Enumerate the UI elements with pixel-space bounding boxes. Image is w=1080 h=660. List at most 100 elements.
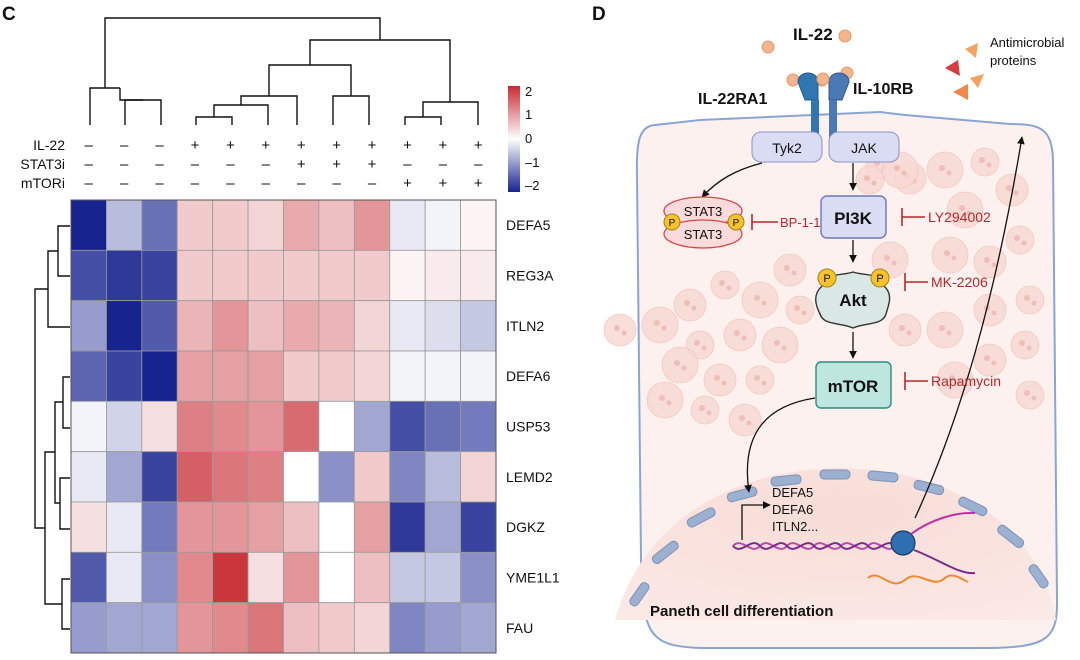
il10rb-label: IL-10RB: [853, 81, 913, 98]
heatmap-cell: [424, 551, 461, 604]
heatmap-cell: [283, 400, 320, 453]
heatmap-cell: [70, 602, 107, 654]
condition-sign: +: [368, 137, 377, 154]
heatmap-cell: [424, 249, 461, 302]
condition-sign: –: [297, 175, 306, 192]
condition-sign: +: [438, 175, 447, 192]
heatmap-cell: [212, 300, 249, 352]
heatmap-cell: [247, 249, 284, 302]
heatmap-cell: [106, 249, 143, 302]
heatmap-cell: [460, 300, 497, 352]
heatmap-cell: [176, 602, 214, 654]
granule: [603, 313, 637, 347]
heatmap-cell: [424, 199, 461, 251]
granule: [1015, 285, 1045, 315]
heatmap-cell: [353, 350, 391, 402]
granule: [761, 326, 799, 364]
condition-sign: +: [403, 175, 412, 192]
arrow-tyk2-stat3: [701, 162, 763, 198]
heatmap-cell: [318, 602, 355, 654]
arrow-secretion: [914, 136, 1025, 519]
granule: [673, 288, 707, 322]
heatmap-cell: [212, 400, 249, 453]
heatmap-cell: [141, 400, 178, 453]
granule: [973, 293, 1007, 327]
granule: [926, 311, 964, 349]
heatmap-cell: [247, 551, 284, 604]
heatmap-cell: [106, 501, 143, 553]
condition-sign: –: [439, 156, 448, 173]
heatmap-cell: [283, 300, 320, 352]
gene-label: LEMD2: [506, 469, 553, 485]
stat3-dimer: STAT3 STAT3 P P: [663, 196, 745, 249]
il22-label: IL-22: [793, 25, 833, 44]
heatmap-cell: [70, 501, 107, 553]
heatmap-cell: [460, 199, 497, 251]
heatmap-cell: [176, 451, 214, 503]
panel-c-label: C: [2, 4, 16, 25]
heatmap-cell: [389, 451, 426, 503]
gene-label: DEFA6: [506, 368, 551, 384]
receptor-complex: [797, 72, 850, 140]
heatmap-cell: [141, 350, 178, 402]
heatmap-cell: [212, 199, 249, 251]
condition-sign: –: [262, 156, 271, 173]
heatmap-cell: [353, 199, 391, 251]
heatmap-cell: [70, 350, 107, 402]
heatmap-cell: [70, 451, 107, 503]
stat3-phospho-right: P: [733, 218, 740, 229]
dna-helix: [732, 542, 896, 550]
granule: [661, 346, 699, 384]
amp-label-line1: Antimicrobial: [990, 35, 1065, 50]
il22ra1-receptor: [811, 100, 819, 140]
heatmap-cell: [389, 551, 426, 604]
heatmap-cell: [318, 451, 355, 503]
condition-sign: +: [474, 137, 483, 154]
amp-label-line2: proteins: [990, 53, 1037, 68]
gene-label: DEFA5: [506, 217, 551, 233]
heatmap-cell: [106, 300, 143, 352]
heatmap-cell: [247, 350, 284, 402]
heatmap-cell: [460, 249, 497, 302]
legend-tick: 0: [525, 131, 532, 146]
heatmap-cell: [247, 300, 284, 352]
granule: [741, 281, 779, 319]
granule: [728, 403, 762, 437]
mk-2206-label: MK-2206: [931, 274, 988, 290]
heatmap-cell: [176, 551, 214, 604]
condition-sign: –: [191, 156, 200, 173]
heatmap-cell: [141, 300, 178, 352]
granule: [785, 295, 815, 325]
heatmap-cell: [424, 501, 461, 553]
heatmap-cell: [353, 400, 391, 453]
condition-sign: –: [85, 175, 94, 192]
heatmap-cell: [212, 350, 249, 402]
heatmap-cell: [247, 451, 284, 503]
condition-sign: +: [368, 156, 377, 173]
heatmap-cell: [389, 300, 426, 352]
target-gene-1: DEFA5: [772, 485, 813, 500]
heatmap-cell: [389, 199, 426, 251]
heatmap-cell: [460, 602, 497, 654]
heatmap-cell: [424, 602, 461, 654]
granule: [973, 343, 1007, 377]
heatmap-cell: [283, 199, 320, 251]
gene-label: DGKZ: [506, 519, 545, 535]
transcript: [867, 574, 969, 585]
antimicrobial-proteins: [945, 43, 984, 100]
granule: [926, 151, 964, 189]
granule: [946, 191, 984, 229]
heatmap-cell: [283, 501, 320, 553]
tyk2-label: Tyk2: [772, 140, 802, 156]
condition-sign: –: [332, 175, 341, 192]
gene-label: USP53: [506, 419, 551, 435]
transcription: DEFA5 DEFA6 ITLN2...: [732, 485, 976, 585]
heatmap-cell: [353, 451, 391, 503]
row-dendrogram: [34, 225, 70, 630]
il10rb-receptor: [829, 100, 837, 140]
heatmap-cell: [212, 501, 249, 553]
paneth-caption: Paneth cell differentiation: [650, 603, 833, 620]
heatmap-cell: [176, 400, 214, 453]
heatmap-cell: [318, 300, 355, 352]
